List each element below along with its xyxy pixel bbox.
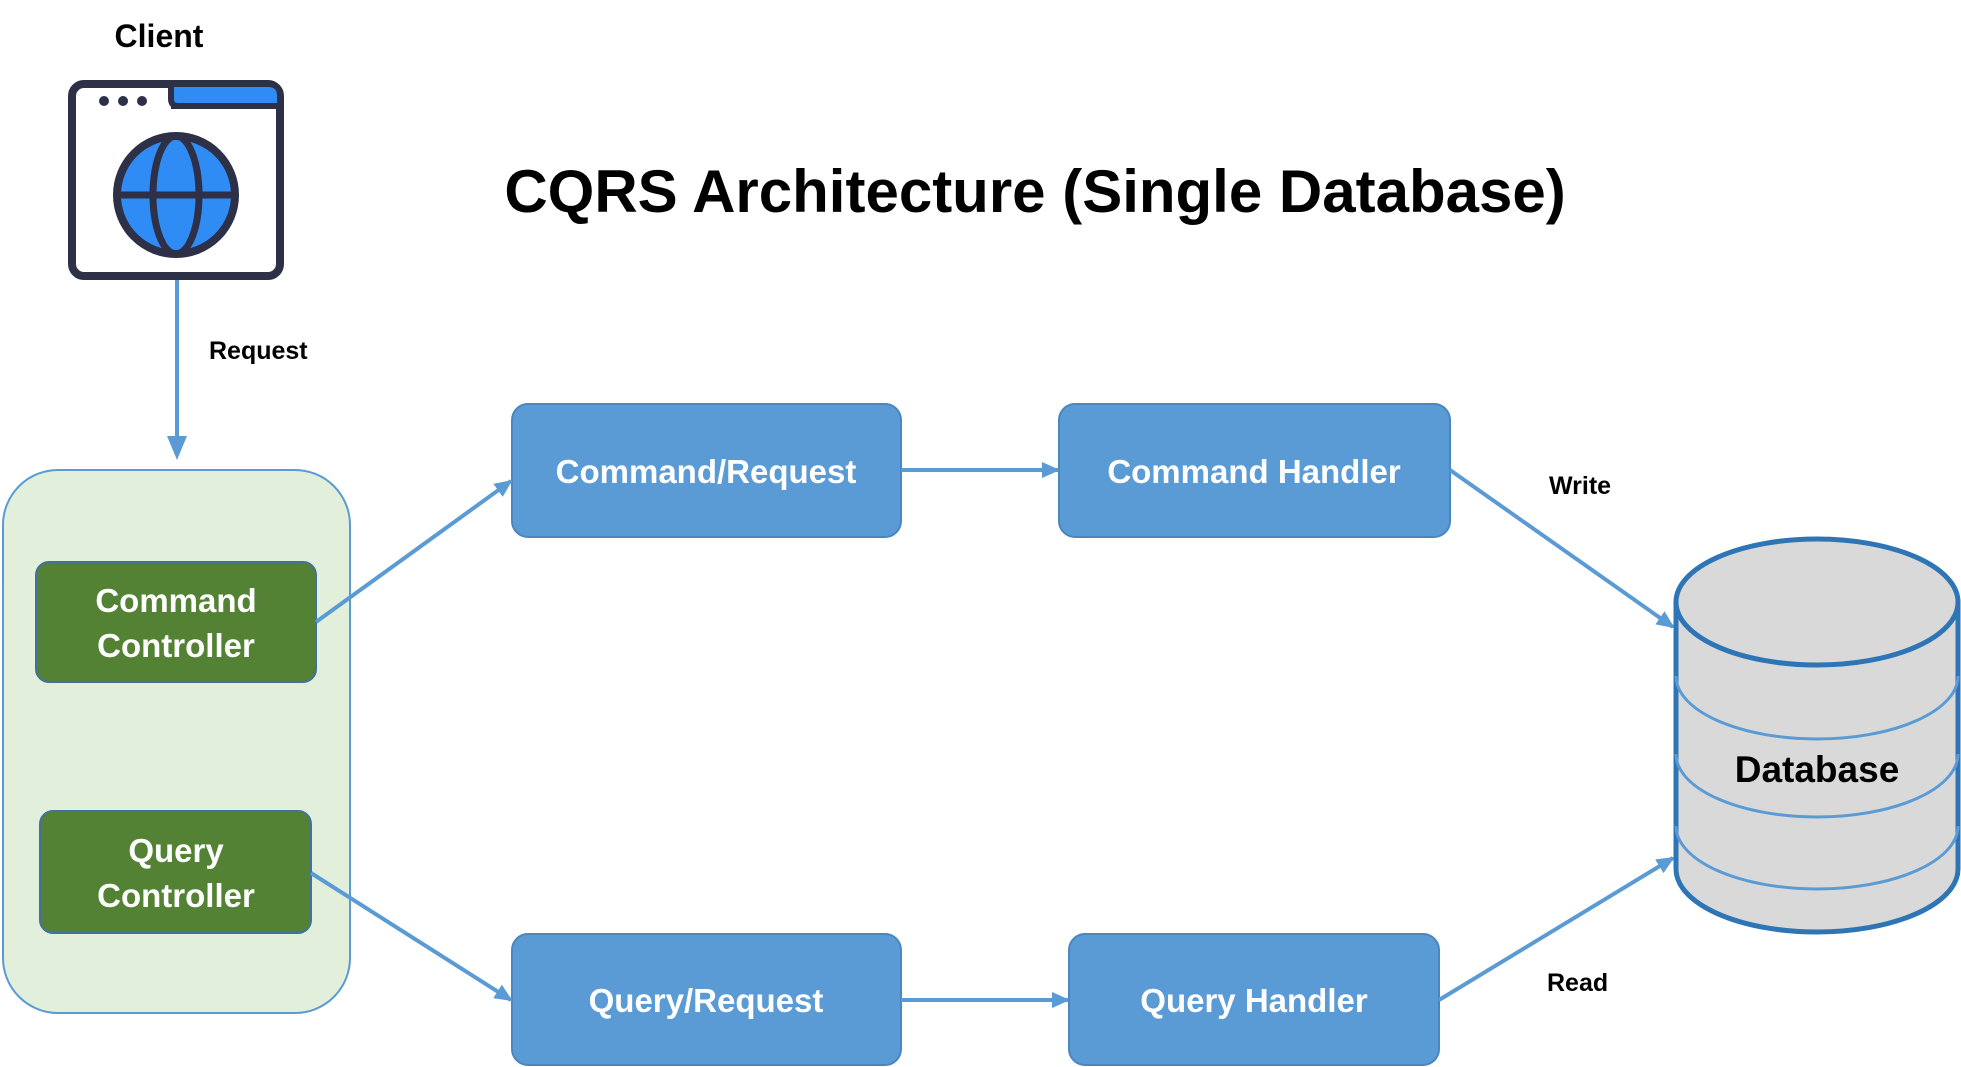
write-label: Write: [1549, 472, 1611, 500]
query-controller-to-query-request-arrow: [309, 871, 513, 1002]
query-controller: Query Controller: [39, 810, 312, 934]
read-label: Read: [1547, 969, 1608, 997]
database-label: Database: [1735, 749, 1900, 790]
command-request-label: Command/Request: [556, 453, 857, 490]
command-handler-to-database-arrow: [1448, 468, 1675, 629]
client-label: Client: [115, 18, 204, 54]
query-request-label: Query/Request: [589, 982, 824, 1019]
database-cylinder: Database: [1673, 536, 1961, 935]
command-controller: Command Controller: [35, 561, 317, 683]
query-handler-box: Query Handler: [1068, 933, 1440, 1066]
query-handler-label: Query Handler: [1140, 982, 1368, 1019]
query-handler-to-database-arrow: [1437, 856, 1675, 1002]
command-controller-to-command-request-arrow: [314, 479, 513, 624]
browser-globe-icon: [68, 80, 284, 280]
command-handler-label: Command Handler: [1107, 453, 1401, 490]
query-request-box: Query/Request: [511, 933, 902, 1066]
request-label: Request: [209, 337, 308, 365]
command-controller-line1: Command: [95, 582, 256, 619]
command-handler-box: Command Handler: [1058, 403, 1451, 538]
page-title: CQRS Architecture (Single Database): [504, 158, 1565, 225]
query-controller-line1: Query: [128, 832, 224, 869]
command-controller-line2: Controller: [97, 627, 255, 664]
command-request-box: Command/Request: [511, 403, 902, 538]
query-controller-line2: Controller: [97, 877, 255, 914]
